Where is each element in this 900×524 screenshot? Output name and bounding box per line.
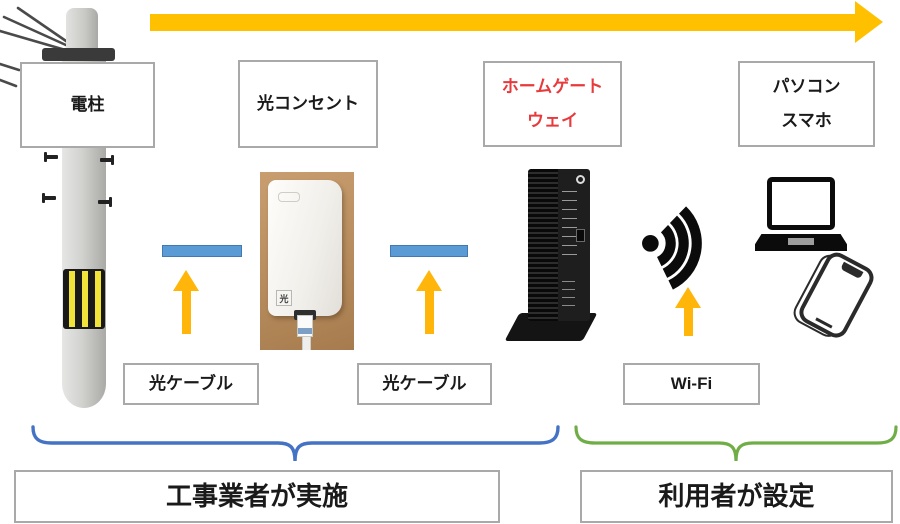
up-arrow-head [173,270,199,291]
label-devices: パソコン スマホ [738,61,875,147]
up-arrow [416,270,442,334]
label-optical-cable-left: 光ケーブル [123,363,259,405]
up-arrow-head [416,270,442,291]
router-led-labels [562,191,577,257]
label-contractor-scope: 工事業者が実施 [14,470,500,523]
laptop-trackpad [788,238,814,245]
up-arrow-shaft [424,291,434,334]
label-devices-line1: パソコン [772,77,841,96]
scope-braces [31,425,898,462]
router-led-labels [562,281,575,309]
pole-step-bolt [98,197,112,207]
label-wifi: Wi-Fi [623,363,760,405]
fiber-connector [297,315,313,337]
router-vents [528,169,558,321]
label-optical-outlet-text: 光コンセント [257,94,359,113]
home-gateway-router-photo [500,163,620,358]
label-devices-line2: スマホ [781,111,832,130]
contractor-brace [31,425,560,462]
outlet-vent [278,192,300,202]
label-pole: 電柱 [20,62,155,148]
optical-outlet-photo: 光 [260,172,354,350]
pole-crossarm [42,48,115,61]
up-arrow-shaft [181,291,191,334]
pole-step-bolt [100,155,114,165]
label-optical-cable-right: 光ケーブル [357,363,492,405]
up-arrow-shaft [683,308,693,336]
router-logo [576,175,585,184]
label-wifi-text: Wi-Fi [670,374,713,393]
optical-port-mark: 光 [276,290,292,306]
label-home-gateway: ホームゲート ウェイ [483,61,622,147]
user-brace [574,425,898,462]
pole-warning-band [63,269,105,329]
label-home-gateway-line1: ホームゲート [501,77,604,96]
label-pole-text: 電柱 [70,95,105,114]
wifi-icon [642,206,702,290]
label-optical-outlet: 光コンセント [238,60,378,148]
laptop-icon [755,177,847,253]
laptop-screen [767,177,835,230]
router-port [576,229,585,242]
label-optical-cable-left-text: 光ケーブル [149,374,233,393]
up-arrow-head [675,287,701,308]
flow-arrow-head [855,1,883,43]
smartphone-home-bar [815,317,833,329]
fiber-drop-cable [302,337,311,350]
fiber-segment-bar [390,245,468,257]
label-home-gateway-line2: ウェイ [527,111,578,130]
up-arrow [173,270,199,334]
pole-step-bolt [42,193,56,203]
optical-outlet-device: 光 [268,180,342,316]
label-user-scope-text: 利用者が設定 [658,480,815,511]
pole-step-bolt [44,152,58,162]
flow-arrow-body [150,14,855,31]
up-arrow [675,287,701,336]
fiber-segment-bar [162,245,242,257]
label-contractor-scope-text: 工事業者が実施 [165,480,348,511]
smartphone-notch [840,261,864,280]
label-optical-cable-right-text: 光ケーブル [382,374,467,393]
label-user-scope: 利用者が設定 [580,470,893,523]
